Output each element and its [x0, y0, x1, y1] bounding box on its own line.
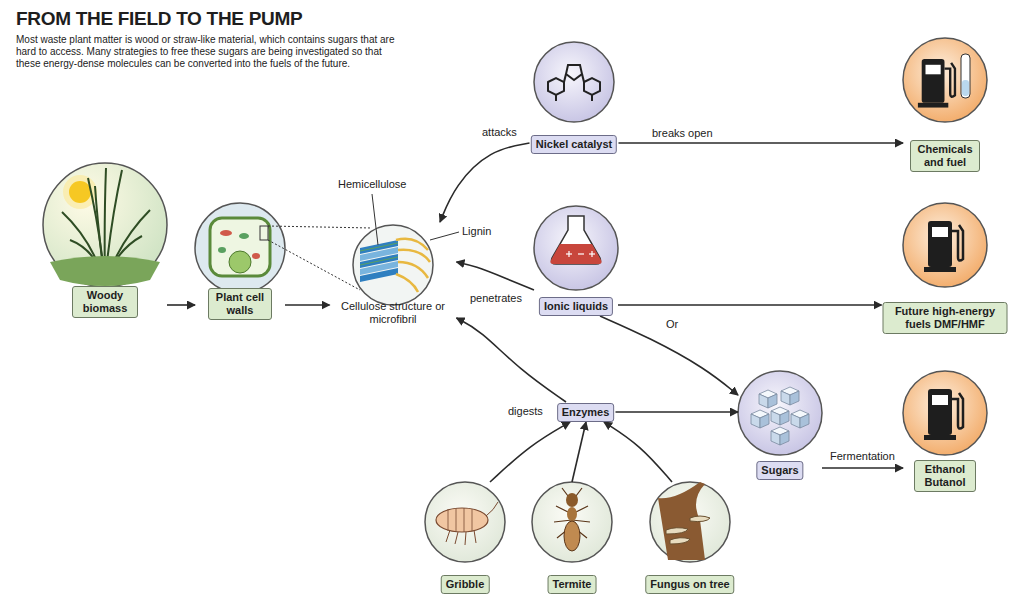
- flow-arrow: [285, 304, 330, 306]
- structure-node: Cellulose structure or microfibril: [330, 222, 457, 328]
- flow-arrow: [490, 422, 570, 482]
- node-label: Nickel catalyst: [531, 135, 617, 154]
- labelled-icon: Sugars: [738, 371, 822, 480]
- edge-label: Or: [664, 318, 680, 330]
- labelled-icon: Future high-energy fuels DMF/HMF: [882, 203, 1009, 334]
- node-label: Cellulose structure or microfibril: [331, 298, 456, 328]
- node-label: Sugars: [756, 461, 803, 480]
- node-label: Plant cell walls: [208, 288, 272, 320]
- part-label: Lignin: [462, 225, 491, 237]
- part-label: Hemicellulose: [338, 178, 406, 190]
- flow-arrow: [167, 304, 195, 306]
- flow-arrow: [600, 316, 738, 395]
- flow-arrow: [457, 262, 535, 290]
- labelled-icon: Termite: [532, 482, 612, 594]
- node-label: Termite: [548, 575, 597, 594]
- edge-label: penetrates: [468, 292, 524, 304]
- node-label: Enzymes: [557, 403, 615, 422]
- flow-arrow: [440, 143, 530, 222]
- title: FROM THE FIELD TO THE PUMP: [16, 8, 302, 30]
- flow-arrow: [457, 318, 567, 402]
- caption: Most waste plant matter is wood or straw…: [16, 34, 401, 70]
- edge-label: attacks: [480, 126, 519, 138]
- flow-arrow: [822, 467, 903, 469]
- node-label: Woody biomass: [72, 286, 138, 318]
- labelled-icon: Nickel catalyst: [530, 42, 619, 154]
- labelled-icon: Ethanol Butanol: [903, 371, 987, 492]
- node-label: Future high-energy fuels DMF/HMF: [883, 302, 1008, 334]
- flow-arrow: [616, 411, 739, 413]
- node-label: Fungus on tree: [645, 575, 734, 594]
- flow-arrow: [604, 422, 672, 482]
- node-label: Ethanol Butanol: [914, 460, 976, 492]
- edge-label: Fermentation: [828, 450, 897, 462]
- labelled-icon: Fungus on tree: [644, 482, 736, 594]
- node-label: Ionic liquids: [539, 297, 613, 316]
- node-label: Chemicals and fuel: [910, 140, 980, 172]
- labelled-icon: Ionic liquids: [534, 206, 618, 316]
- flow-arrow: [572, 422, 586, 482]
- edge-label: digests: [506, 405, 545, 417]
- edge-label: breaks open: [650, 127, 715, 139]
- labelled-icon: Chemicals and fuel: [903, 38, 987, 172]
- flow-arrow: [618, 304, 882, 306]
- labelled-icon: Woody biomass: [43, 163, 167, 318]
- labelled-icon: Enzymes: [556, 402, 616, 422]
- labelled-icon: Gribble: [425, 482, 505, 594]
- labelled-icon: Plant cell walls: [195, 203, 285, 320]
- flow-arrow: [619, 142, 904, 144]
- node-label: Gribble: [441, 575, 490, 594]
